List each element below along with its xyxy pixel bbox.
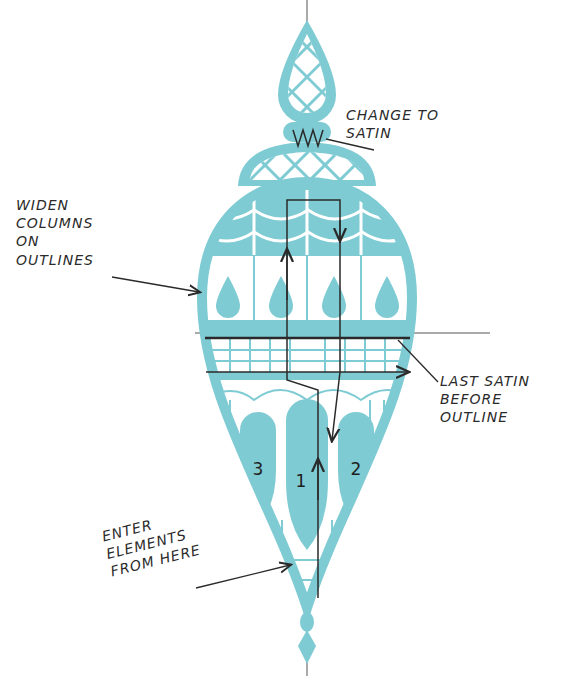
callout-number: 3 (246, 458, 270, 480)
note-label: CHANGE TO SATIN (346, 106, 456, 142)
callout-number: 1 (290, 470, 312, 492)
note-label: LAST SATIN BEFORE OUTLINE (440, 372, 558, 427)
note-label: WIDEN COLUMNS ON OUTLINES (16, 196, 116, 269)
note-label: ENTER ELEMENTS FROM HERE (100, 505, 206, 581)
callout-number: 2 (344, 458, 368, 480)
